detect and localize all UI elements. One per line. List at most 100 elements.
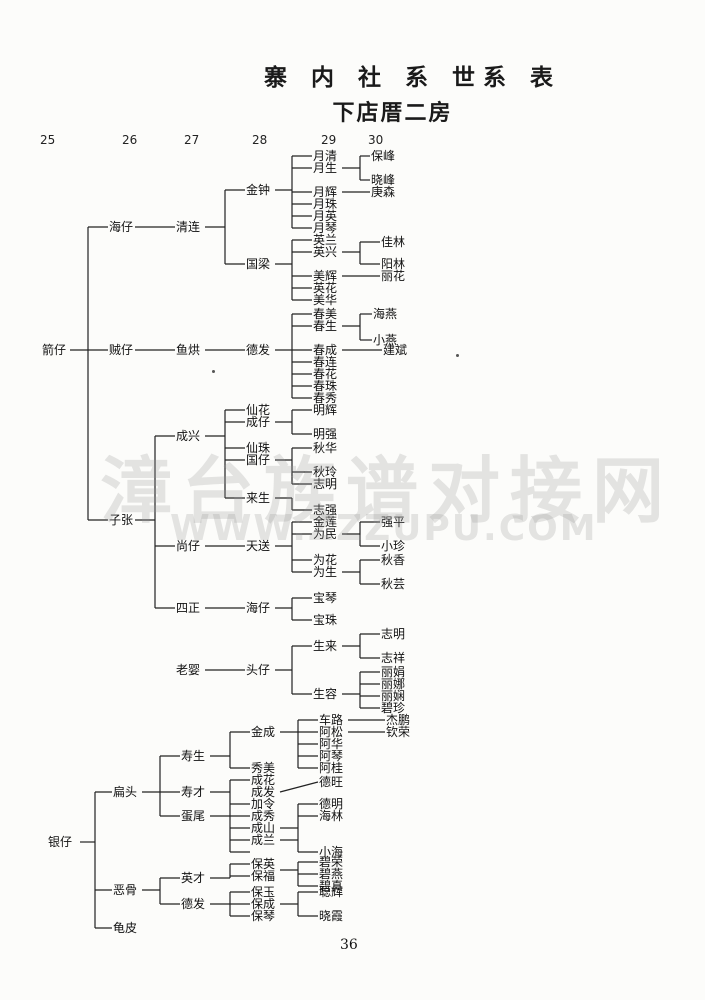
person-name: 春连 [313, 354, 337, 369]
person-name: 四正 [176, 601, 200, 615]
person-name: 生来 [313, 639, 337, 653]
person-name: 阿华 [319, 737, 343, 751]
person-name: 贼仔 [109, 342, 133, 357]
person-name: 国仔 [246, 453, 270, 467]
person-name: 保琴 [251, 909, 275, 923]
person-name: 德发 [246, 342, 270, 357]
generation-label-29: 29 [321, 133, 337, 147]
person-name: 聪辉 [319, 885, 343, 899]
person-name: 月珠 [313, 197, 337, 211]
scan-speck [212, 370, 215, 373]
person-name: 月英 [313, 209, 337, 223]
person-name: 保成 [251, 897, 275, 911]
person-name: 佳林 [381, 235, 405, 249]
person-name: 保峰 [371, 149, 395, 163]
person-name: 宝珠 [313, 613, 337, 627]
person-name: 春珠 [313, 379, 337, 393]
person-name: 碧燕 [319, 867, 343, 881]
person-name: 碧真 [319, 879, 343, 893]
person-name: 金钟 [246, 182, 270, 197]
person-name: 小海 [319, 844, 343, 859]
person-name: 秋玲 [313, 465, 337, 479]
person-name: 保玉 [251, 885, 275, 899]
person-name: 美辉 [313, 269, 337, 283]
person-name: 鱼烘 [176, 343, 200, 357]
person-name: 蛋尾 [181, 809, 205, 823]
person-name: 国梁 [246, 256, 270, 271]
scan-speck [456, 354, 459, 357]
person-name: 月清 [313, 149, 337, 163]
person-name: 恶骨 [113, 883, 137, 897]
person-name: 清连 [176, 219, 200, 234]
person-name: 海仔 [109, 219, 133, 234]
person-name: 加令 [251, 796, 275, 811]
person-name: 海仔 [246, 600, 270, 615]
person-name: 寿才 [181, 785, 205, 799]
person-name: 杰鹏 [386, 713, 410, 727]
person-name: 成发 [251, 784, 275, 799]
person-name: 阿琴 [319, 749, 343, 763]
generation-label-28: 28 [252, 133, 268, 147]
page-subtitle: 下店厝二房 [332, 101, 453, 126]
person-name: 月生 [313, 161, 337, 175]
person-name: 丽花 [381, 268, 405, 283]
person-name: 为生 [313, 565, 337, 579]
person-name: 成山 [251, 821, 275, 835]
person-name: 碧荣 [319, 855, 343, 869]
person-name: 海林 [319, 808, 343, 823]
person-name: 庚森 [371, 184, 395, 199]
person-name: 志祥 [381, 651, 405, 665]
person-name: 金成 [251, 724, 275, 739]
person-name: 春花 [313, 366, 337, 381]
person-name: 春生 [313, 319, 337, 333]
person-name: 美华 [313, 293, 337, 307]
person-name: 海燕 [373, 306, 397, 321]
person-name: 月琴 [313, 221, 337, 235]
person-name: 寿生 [181, 749, 205, 763]
person-name: 丽娴 [381, 688, 405, 703]
person-name: 成秀 [251, 809, 275, 823]
person-name: 小珍 [381, 539, 405, 553]
person-name: 扁头 [113, 785, 137, 799]
person-name: 德旺 [319, 774, 343, 789]
person-name: 碧珍 [381, 701, 405, 715]
person-name: 志明 [313, 477, 337, 491]
person-name: 明辉 [313, 403, 337, 417]
person-name: 丽娟 [381, 665, 405, 679]
person-name: 阿桂 [319, 760, 343, 775]
person-name: 小燕 [373, 333, 397, 347]
person-name: 春秀 [313, 391, 337, 405]
person-name: 成花 [251, 772, 275, 787]
person-name: 建斌 [383, 343, 407, 357]
person-name: 明强 [313, 427, 337, 441]
person-name: 春成 [313, 343, 337, 357]
person-name: 车路 [319, 712, 343, 727]
person-name: 保福 [251, 868, 275, 883]
person-name: 龟皮 [113, 921, 137, 935]
person-name: 仙花 [246, 402, 270, 417]
person-name: 英兴 [313, 245, 337, 259]
person-name: 银仔 [48, 835, 72, 849]
person-name: 强平 [381, 515, 405, 529]
person-name: 头仔 [246, 663, 270, 677]
page-title: 寨 内 社 系 世系 表 [263, 65, 562, 91]
person-name: 老婴 [176, 663, 200, 677]
person-name: 秋芸 [381, 577, 405, 591]
person-name: 为民 [313, 527, 337, 541]
person-name: 秋香 [381, 553, 405, 567]
person-name: 子张 [109, 513, 133, 527]
person-name: 成兴 [176, 429, 200, 443]
generation-label-26: 26 [122, 133, 138, 147]
person-name: 晓峰 [371, 173, 395, 187]
person-name: 成仔 [246, 415, 270, 429]
person-name: 钦荣 [386, 725, 410, 739]
generation-label-30: 30 [368, 133, 384, 147]
person-name: 阿松 [319, 725, 343, 739]
person-name: 英才 [181, 871, 205, 885]
person-name: 志强 [313, 503, 337, 517]
person-name: 成兰 [251, 833, 275, 847]
person-name: 金莲 [313, 514, 337, 529]
person-name: 英花 [313, 280, 337, 295]
person-name: 阳林 [381, 257, 405, 271]
